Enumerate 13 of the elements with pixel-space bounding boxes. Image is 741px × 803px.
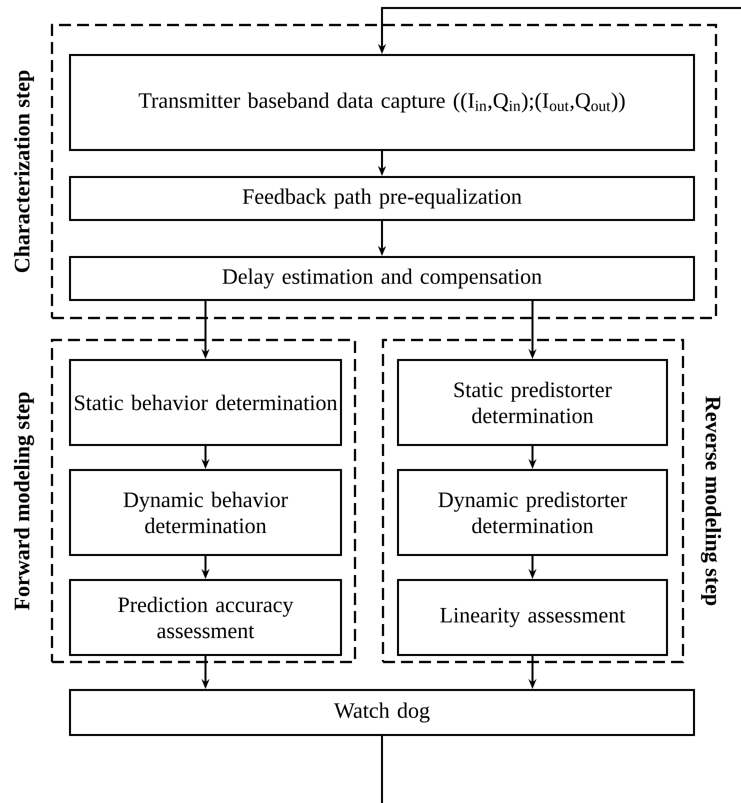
step-label: Characterization step xyxy=(14,70,34,272)
step-label: Reverse modeling step xyxy=(700,396,722,606)
process-box: Delay estimation and compensation xyxy=(69,256,695,301)
process-box: Dynamic predistorter determination xyxy=(397,469,668,556)
process-box: Dynamic behavior determination xyxy=(69,469,342,556)
process-box: Static predistorter determination xyxy=(397,359,668,446)
process-box: Prediction accuracy assessment xyxy=(69,579,342,656)
step-label: Forward modeling step xyxy=(14,392,34,610)
process-box: Watch dog xyxy=(69,689,695,736)
process-box: Static behavior determination xyxy=(69,359,342,446)
process-box: Transmitter baseband data capture ((I$_{in}$,Q$_{in}$);(I$_{out}$,Q$_{out}$)) xyxy=(69,54,695,151)
process-box: Linearity assessment xyxy=(397,579,668,656)
process-box: Feedback path pre-equalization xyxy=(69,176,695,221)
